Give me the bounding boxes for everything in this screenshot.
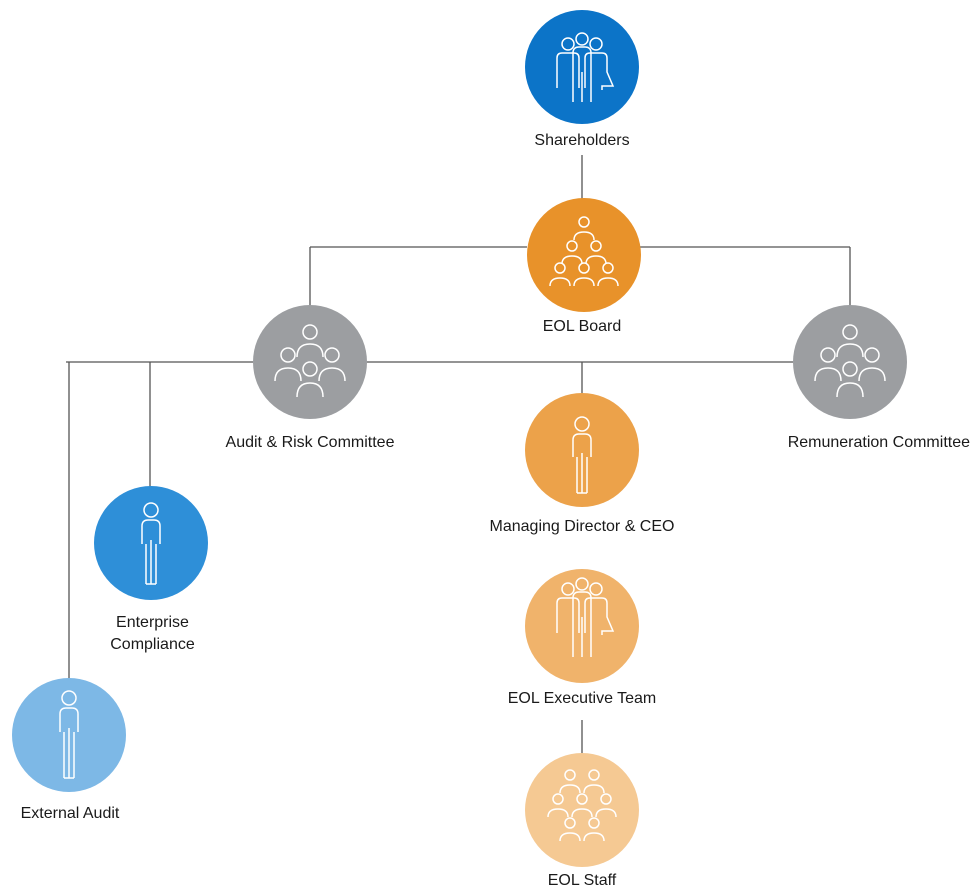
external-audit-label: External Audit (20, 805, 120, 822)
crowd-of-people-icon (525, 753, 639, 867)
single-person-icon (525, 393, 639, 507)
committee-of-people-icon (253, 305, 367, 419)
enterprise-compliance-label-line1: Enterprise (116, 614, 189, 631)
shareholders-node (525, 10, 639, 124)
executive-team-label: EOL Executive Team (507, 690, 657, 707)
shareholders-label: Shareholders (534, 132, 630, 149)
group-of-three-people-icon (525, 569, 639, 683)
enterprise-compliance-label: Enterprise Compliance (80, 612, 225, 656)
enterprise-compliance-node (94, 486, 208, 600)
enterprise-compliance-label-line2: Compliance (110, 636, 195, 653)
remuneration-committee-label: Remuneration Committee (787, 434, 970, 451)
audit-risk-committee-label: Audit & Risk Committee (225, 434, 395, 451)
eol-board-node (527, 198, 641, 312)
md-ceo-node (525, 393, 639, 507)
external-audit-node (12, 678, 126, 792)
md-ceo-label: Managing Director & CEO (489, 518, 675, 535)
staff-label: EOL Staff (547, 872, 617, 889)
remuneration-committee-node (793, 305, 907, 419)
staff-node (525, 753, 639, 867)
group-of-three-people-icon (525, 10, 639, 124)
audit-risk-committee-node (253, 305, 367, 419)
eol-board-label: EOL Board (542, 318, 622, 335)
committee-of-people-icon (793, 305, 907, 419)
pyramid-of-people-icon (527, 198, 641, 312)
single-person-icon (94, 486, 208, 600)
executive-team-node (525, 569, 639, 683)
single-person-icon (12, 678, 126, 792)
